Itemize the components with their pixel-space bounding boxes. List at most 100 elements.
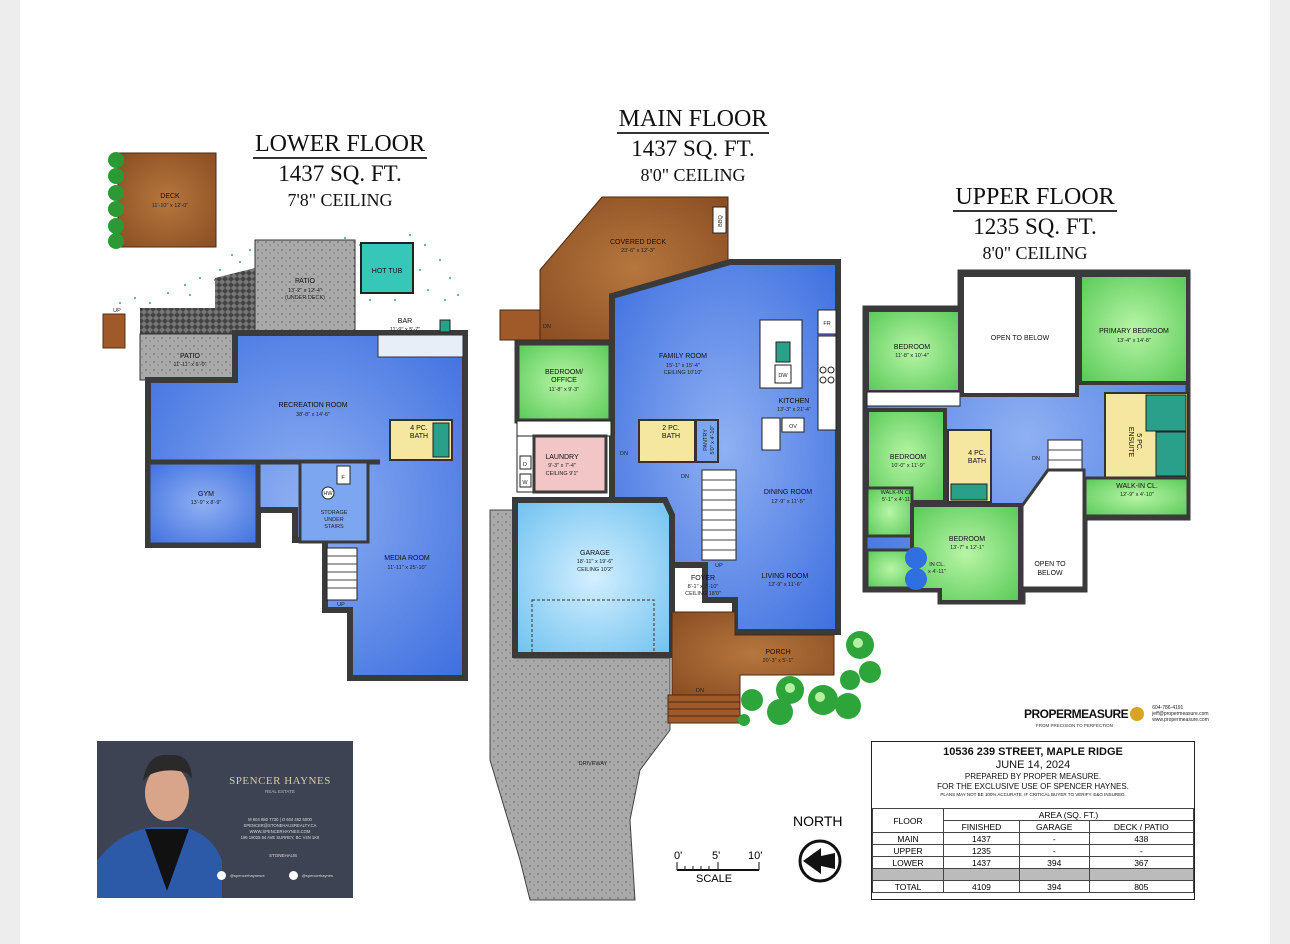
bath-lower-label2: BATH [410, 433, 428, 440]
bedroom-office-label: BEDROOM/ [545, 369, 583, 376]
bath-lower-label: 4 PC. [410, 425, 428, 432]
logo-phone: 604-786-4191 [1152, 705, 1184, 711]
table-row: LOWER 1437 394 367 [872, 856, 1195, 869]
bedroom-upper-1 [865, 308, 962, 394]
scale-5: 5' [712, 850, 721, 862]
bed-u1-dim: 11'-8" x 10'-4" [895, 353, 928, 359]
area-cell: - [1018, 832, 1090, 845]
upper-dn-label: DN [1032, 456, 1040, 462]
bar-dim: 11'-9" x 5'-7" [390, 327, 420, 333]
foyer-label: FOYER [691, 575, 715, 582]
main-floor-title: MAIN FLOOR 1437 SQ. FT. 8'0" CEILING [588, 106, 798, 186]
kitchen-dim: 13'-3" x 21'-4" [777, 407, 811, 413]
patio-under-dim: 13'-2" x 12'-4" [288, 288, 322, 294]
stairs-dn-label: DN [681, 474, 689, 480]
garage-door [531, 599, 655, 655]
table-spacer [872, 868, 1195, 881]
main-dn-label: DN [620, 451, 628, 457]
walkin-primary-label: WALK-IN CL. [1116, 483, 1158, 490]
deck-stairs-dn: DN [543, 324, 551, 330]
walkin-primary-dim: 12'-9" x 4'-10" [1120, 492, 1154, 498]
storage-l3: STAIRS [324, 524, 344, 530]
hw-label: HW [323, 491, 333, 497]
open-to-below-1 [960, 273, 1079, 397]
patio-under-note: (UNDER DECK) [285, 295, 325, 301]
laundry-dim: 9'-3" x 7'-4" [548, 463, 576, 469]
logo-email: jeff@propermeasure.com [1152, 711, 1209, 717]
agent-company: STONEHAUS [269, 853, 297, 858]
walkin-small-dim: 5'-1" x 4'-11" [882, 497, 912, 503]
bedroom-upper-3 [910, 503, 1022, 604]
agent-photo [97, 754, 222, 898]
ensuite-label2: ENSUITE [1127, 427, 1134, 458]
recreation-dim: 38'-8" x 14'-6" [296, 412, 330, 418]
bed-u1-label: BEDROOM [894, 344, 930, 351]
agent-line1: M 604 880 7730 | O 604 462 5000 [248, 817, 312, 822]
info-address: 10536 239 STREET, MAPLE RIDGE [943, 746, 1123, 758]
family-label: FAMILY ROOM [659, 353, 707, 360]
recreation-label: RECREATION ROOM [278, 402, 347, 409]
bedroom-office-label2: OFFICE [551, 377, 577, 384]
bar-counter [377, 334, 464, 358]
area-h-area: AREA (SQ. FT.) [943, 808, 1194, 821]
facebook-icon[interactable] [217, 871, 226, 880]
area-cell: - [1088, 844, 1195, 857]
pantry-dim: 5'0" x 4'-10" [710, 425, 716, 454]
patio-under-deck [254, 239, 356, 334]
bath-2pc [638, 419, 696, 463]
bed-u2-dim: 10'-0" x 11'-9" [891, 463, 924, 469]
patio-under-label: PATIO [295, 278, 316, 285]
porch-label: PORCH [765, 649, 790, 656]
instagram-icon[interactable] [288, 871, 298, 880]
logo-mark-icon [1130, 707, 1145, 721]
kitchen-label: KITCHEN [779, 398, 810, 405]
bath-upper-label: 4 PC. [968, 450, 986, 457]
agent-social1: @spencerhaynesre [230, 873, 265, 878]
area-cell: - [1018, 844, 1090, 857]
area-table: FLOOR AREA (SQ. FT.) FINISHED GARAGE DEC… [872, 808, 1195, 893]
primary-label: PRIMARY BEDROOM [1099, 328, 1169, 335]
scale-label: SCALE [696, 873, 733, 885]
laundry-room [532, 434, 608, 494]
laundry-note: CEILING 9'1" [546, 471, 579, 477]
area-total-cell: 394 [1018, 880, 1090, 893]
upper-floor-name: UPPER FLOOR [953, 184, 1117, 212]
main-floor-ceiling: 8'0" CEILING [640, 165, 746, 185]
kitchen-counter [817, 335, 837, 431]
stairs-left [102, 313, 126, 349]
marker-blob-1 [905, 547, 927, 569]
logo-name: PROPERMEASURE [1024, 707, 1129, 721]
north-arrow-icon [798, 839, 842, 883]
furnace-label: F [341, 475, 345, 481]
gym-dim: 13'-9" x 8'-9" [191, 500, 222, 506]
main-floor-area: 1437 SQ. FT. [631, 136, 755, 161]
upper-floor-plan: BEDROOM 11'-8" x 10'-4" OPEN TO BELOW PR… [862, 269, 1191, 605]
storage-l1: STORAGE [321, 510, 348, 516]
shrubs [108, 152, 124, 249]
garage [512, 497, 675, 658]
deck-label: DECK [160, 193, 180, 200]
info-panel: 10536 239 STREET, MAPLE RIDGE JUNE 14, 2… [871, 741, 1195, 900]
bedroom-office-dim: 11'-8" x 9'-3" [549, 387, 579, 393]
main-stairs [701, 469, 737, 561]
deck-area [117, 152, 217, 248]
stairs-up-label-main: UP [715, 563, 723, 569]
area-cell: 438 [1088, 832, 1195, 845]
main-floor-name: MAIN FLOOR [616, 106, 770, 134]
logo-tagline: FROM PRECISION TO PERFECTION [1036, 723, 1113, 728]
garage-label: GARAGE [580, 550, 610, 557]
bath2-label2: BATH [662, 433, 680, 440]
scale-bar: 0' 5' 10' SCALE [674, 850, 764, 885]
area-cell: 1437 [943, 832, 1020, 845]
bar-label: BAR [398, 318, 412, 325]
foyer-dim: 8'-1" x 7'-10" [688, 584, 719, 590]
open-below-2-label: OPEN TO [1034, 561, 1066, 568]
marker-blob-2 [905, 568, 927, 590]
primary-dim: 13'-4" x 14'-8" [1117, 338, 1151, 344]
area-cell: 394 [1018, 856, 1090, 869]
hot-tub [360, 242, 414, 294]
agent-brand: SPENCER HAYNES [229, 775, 331, 787]
open-to-below-2 [1020, 468, 1086, 590]
table-row: MAIN 1437 - 438 [872, 832, 1195, 845]
